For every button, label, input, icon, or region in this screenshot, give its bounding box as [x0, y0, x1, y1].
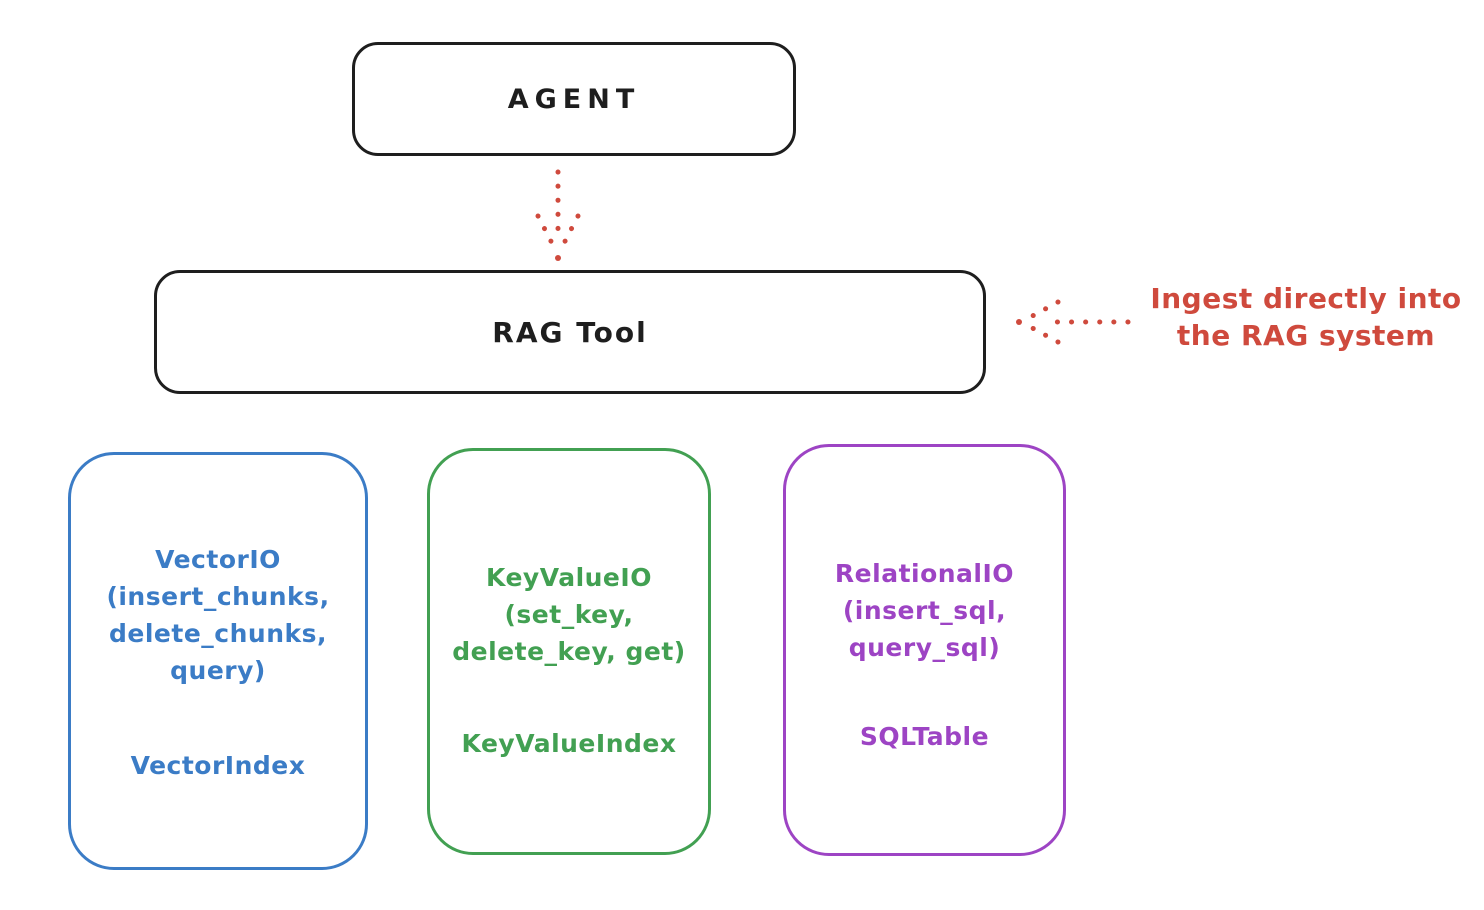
- vector-io-line: (insert_chunks,: [106, 582, 330, 611]
- key-value-io-line: delete_key, get): [452, 637, 686, 666]
- rag-tool-label: RAG Tool: [492, 315, 648, 349]
- annotation-text: Ingest directly into the RAG system: [1138, 280, 1474, 354]
- relational-io-line: query_sql): [848, 633, 1001, 662]
- key-value-io-methods: KeyValueIO (set_key, delete_key, get): [452, 559, 685, 670]
- annotation-to-rag-dotted-arrow: [1016, 299, 1131, 345]
- sql-table-label: SQLTable: [859, 722, 990, 751]
- agent-box: AGENT: [352, 42, 796, 156]
- vector-io-line: delete_chunks,: [109, 619, 327, 648]
- relational-io-methods: RelationalIO (insert_sql, query_sql): [835, 555, 1014, 666]
- key-value-index-label: KeyValueIndex: [461, 729, 677, 758]
- rag-tool-box: RAG Tool: [154, 270, 986, 394]
- key-value-io-box: KeyValueIO (set_key, delete_key, get) Ke…: [427, 448, 711, 855]
- key-value-io-line: (set_key,: [504, 600, 634, 629]
- vector-io-line: VectorIO: [155, 545, 281, 574]
- relational-io-line: RelationalIO: [834, 559, 1015, 588]
- relational-io-box: RelationalIO (insert_sql, query_sql) SQL…: [783, 444, 1066, 856]
- key-value-io-line: KeyValueIO: [486, 563, 652, 592]
- annotation-line-1: Ingest directly into: [1150, 282, 1462, 315]
- vector-index-label: VectorIndex: [130, 751, 306, 780]
- vector-io-methods: VectorIO (insert_chunks, delete_chunks, …: [106, 541, 329, 689]
- annotation-line-2: the RAG system: [1176, 319, 1436, 352]
- vector-io-box: VectorIO (insert_chunks, delete_chunks, …: [68, 452, 368, 870]
- agent-label: AGENT: [507, 83, 641, 115]
- vector-io-line: query): [170, 656, 266, 685]
- relational-io-line: (insert_sql,: [842, 596, 1007, 625]
- agent-to-rag-dotted-arrow: [535, 169, 581, 261]
